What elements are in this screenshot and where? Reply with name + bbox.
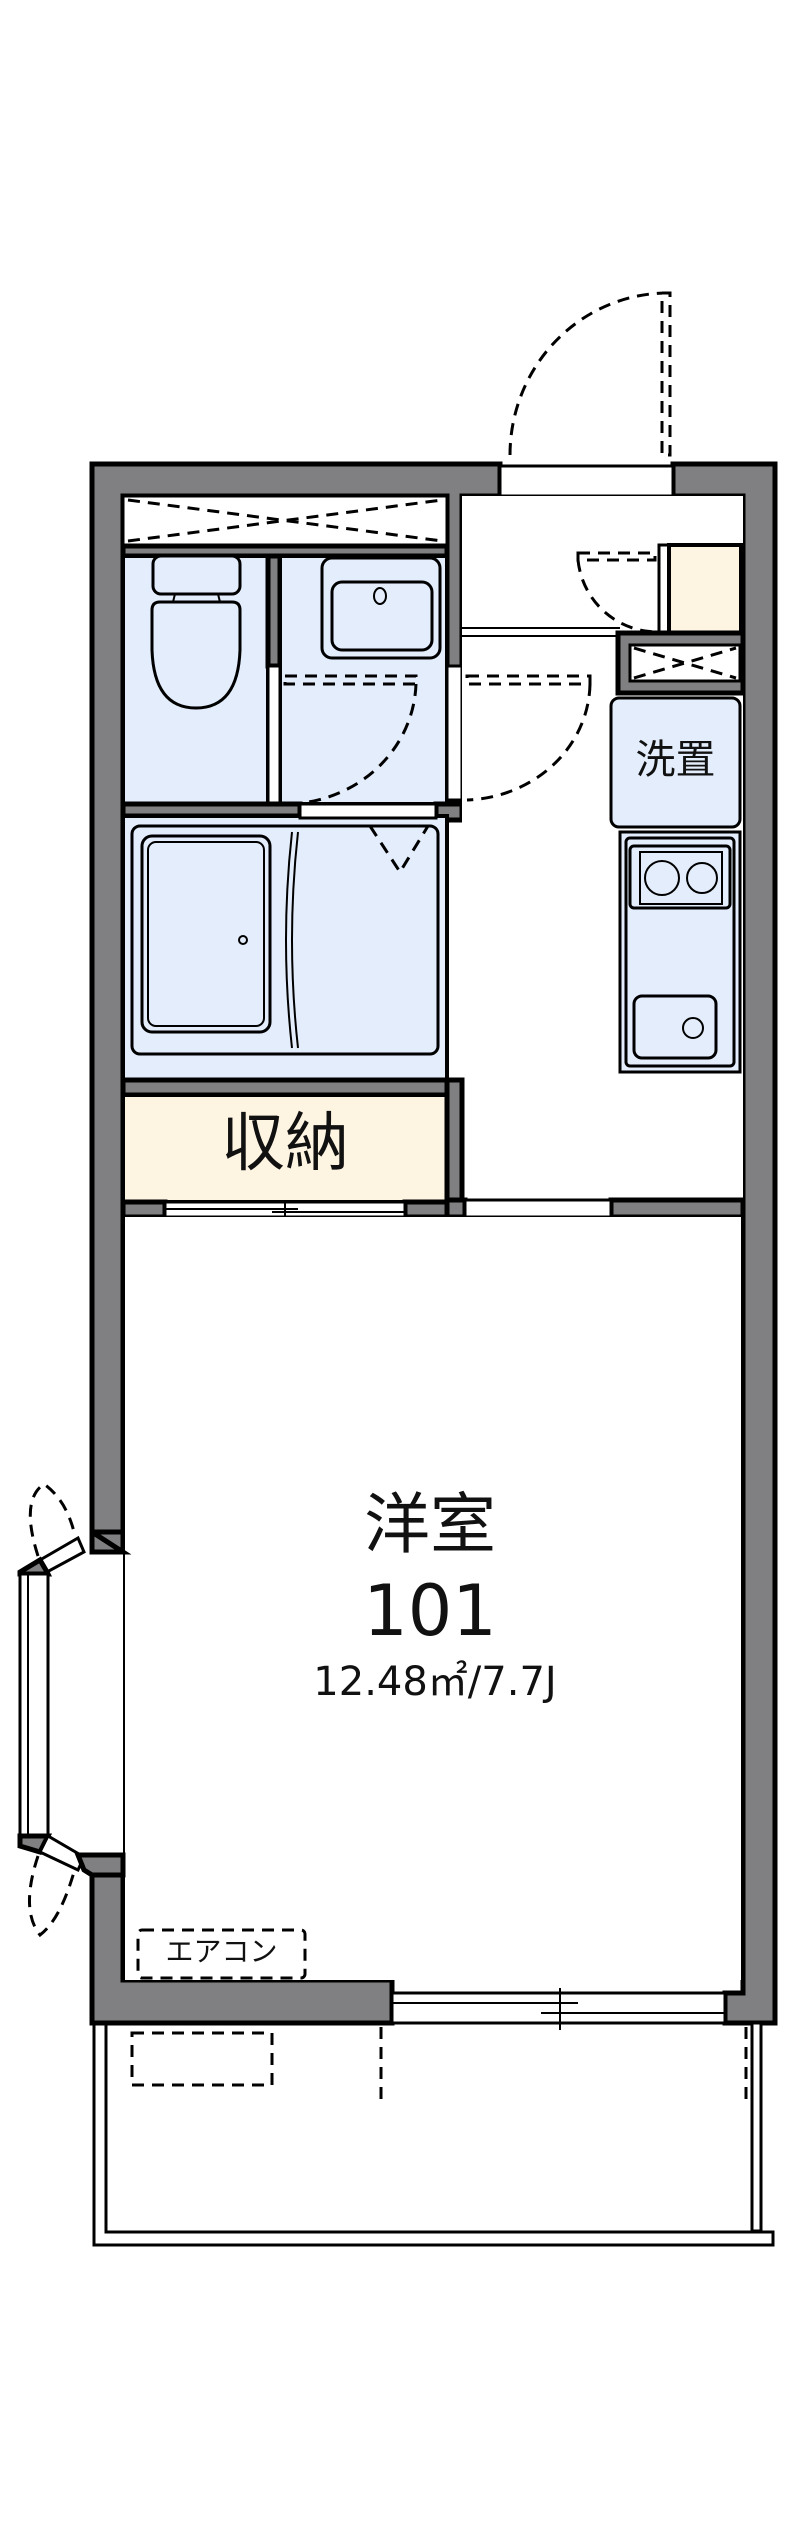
- kitchen-sink-icon: [632, 994, 718, 1060]
- room-area: 12.48㎡/7.7J: [313, 1659, 557, 1705]
- washer-space: [609, 696, 742, 829]
- aircon-box: [136, 1928, 307, 1980]
- storage-label: 収納: [221, 1107, 349, 1181]
- aircon-label: エアコン: [165, 1935, 278, 1968]
- main-room: [125, 1217, 741, 1980]
- hall-door-arc: [466, 683, 592, 802]
- bathtub-icon: [140, 834, 272, 1034]
- burner-icon: [686, 862, 718, 894]
- outdoor-unit-box: [130, 2031, 274, 2087]
- upper-shelf: [121, 494, 449, 548]
- bay-window: [17, 1482, 132, 1938]
- entrance-opening: [498, 464, 675, 498]
- toilet-tank: [151, 554, 242, 596]
- storage-sliding-door: [120, 1199, 450, 1220]
- washroom-door-opening: [445, 664, 464, 802]
- bathroom: [121, 802, 449, 1082]
- washer-label: 洗置: [635, 737, 716, 783]
- room-type-label: 洋室: [364, 1486, 496, 1563]
- washroom: [266, 554, 449, 806]
- kitchen-unit: [618, 830, 742, 1074]
- toilet-bowl-icon: [150, 600, 242, 710]
- storage-wall: [120, 1077, 450, 1098]
- meter-box: [615, 630, 746, 696]
- balcony-sliding-door: [390, 1988, 727, 2030]
- burner-icon: [644, 860, 680, 896]
- toilet-room: [121, 554, 270, 806]
- room-number: 101: [363, 1570, 497, 1652]
- entrance-door: [508, 291, 672, 457]
- balcony: [92, 2021, 775, 2247]
